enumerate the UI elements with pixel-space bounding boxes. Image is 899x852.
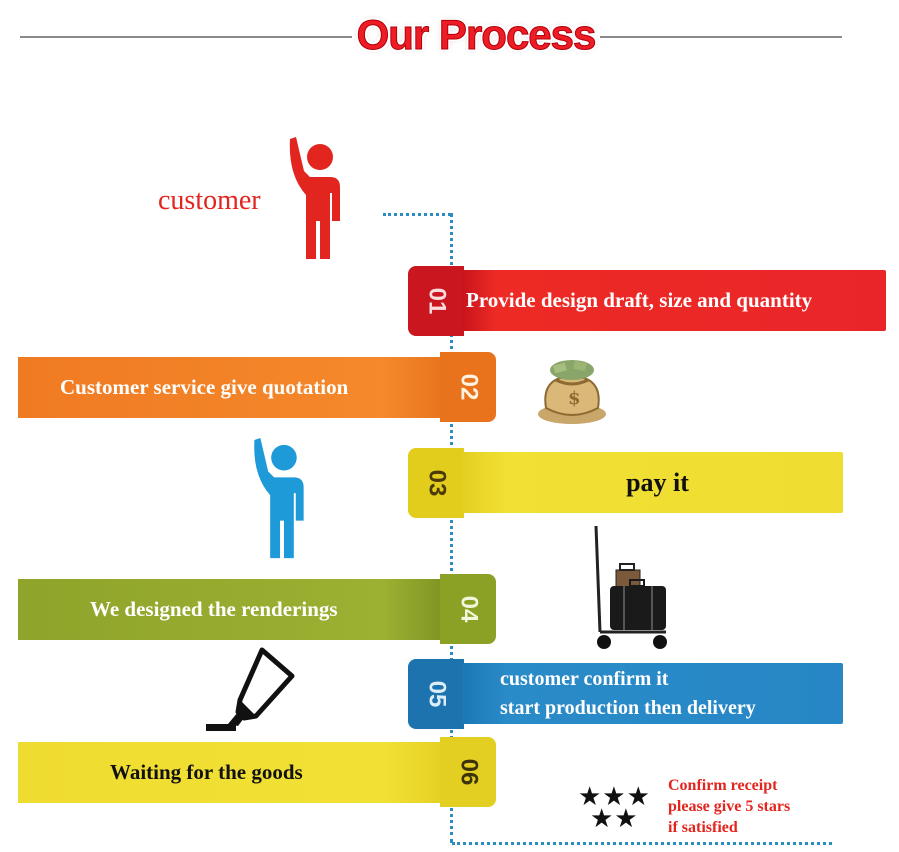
luggage-cart-icon — [594, 525, 667, 649]
person-waving-icon — [289, 137, 340, 259]
svg-text:$: $ — [568, 388, 581, 409]
step-04-text: We designed the renderings — [90, 597, 338, 621]
step-05-text-line2: start production then delivery — [500, 696, 756, 719]
customer-label: customer — [158, 185, 261, 216]
step-04-tab: 04 — [440, 574, 496, 644]
confirm-receipt-note: Confirm receipt please give 5 stars if s… — [668, 777, 791, 836]
step-06-banner: Waiting for the goods — [18, 742, 448, 803]
money-bag-icon: $ — [538, 360, 606, 424]
title-rule-left — [20, 36, 352, 38]
marker-pen-icon — [206, 647, 295, 731]
step-01-text: Provide design draft, size and quantity — [466, 288, 813, 312]
step-05-tab: 05 — [408, 659, 464, 729]
step-06-tab: 06 — [440, 737, 496, 807]
person-waving-icon — [254, 437, 304, 559]
path-connector-vertical — [450, 213, 453, 843]
title-rule-right — [600, 36, 842, 38]
step-05-text-line1: customer confirm it — [500, 667, 669, 690]
step-02-tab: 02 — [440, 352, 496, 422]
step-02-text: Customer service give quotation — [60, 375, 349, 399]
step-03-text: pay it — [626, 467, 689, 497]
step-04-banner: We designed the renderings — [18, 579, 448, 640]
star-icon: ★★★ ★★ — [578, 782, 651, 834]
page-title: Our Process — [356, 11, 597, 59]
path-connector-top — [383, 213, 451, 216]
step-05-banner: customer confirm it start production the… — [462, 663, 843, 724]
step-03-tab: 03 — [408, 448, 464, 518]
path-connector-bottom — [452, 842, 832, 845]
step-01-banner: Provide design draft, size and quantity — [462, 270, 886, 331]
step-01-tab: 01 — [408, 266, 464, 336]
step-03-banner: pay it — [462, 452, 843, 513]
step-06-text: Waiting for the goods — [110, 760, 303, 784]
step-02-banner: Customer service give quotation — [18, 357, 448, 418]
